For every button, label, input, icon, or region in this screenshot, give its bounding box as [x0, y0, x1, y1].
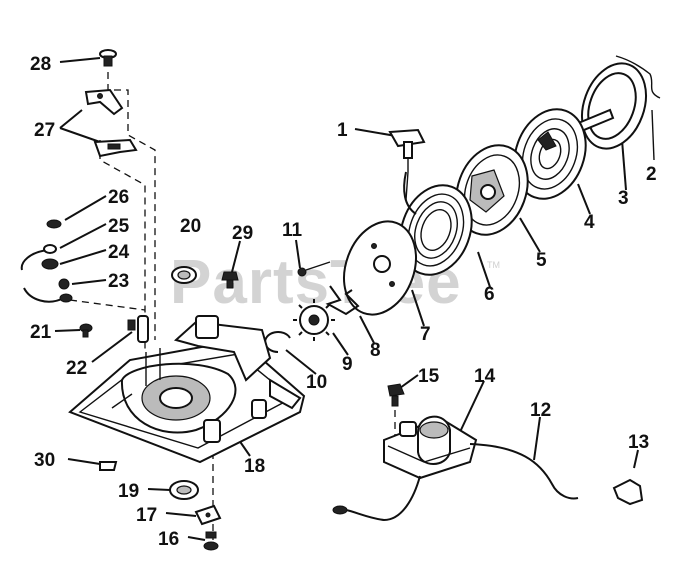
screw-29-icon	[221, 271, 239, 289]
base-housing-18-icon	[68, 315, 306, 464]
clip-8-icon	[325, 285, 360, 316]
wire-23-icon	[23, 278, 73, 303]
pin-22-icon	[127, 315, 149, 343]
wire-12-icon	[332, 443, 579, 522]
part-label-18: 18	[244, 456, 265, 477]
nut-11-icon	[297, 261, 331, 277]
screw-16-icon	[203, 531, 219, 551]
part-label-11: 11	[282, 220, 303, 241]
part-label-22: 22	[66, 358, 87, 379]
part-label-15: 15	[418, 366, 440, 387]
part-label-14: 14	[474, 366, 496, 387]
part-label-25: 25	[108, 216, 130, 237]
part-label-7: 7	[420, 324, 431, 345]
snap-ring-10-icon	[264, 331, 291, 353]
part-label-4: 4	[584, 212, 595, 233]
rope-2-icon	[615, 55, 661, 99]
part-label-16: 16	[158, 529, 179, 550]
screw-21-icon	[79, 323, 93, 338]
boot-13-icon	[612, 478, 644, 506]
part-label-21: 21	[30, 322, 52, 343]
watermark-tm: TM	[487, 260, 500, 270]
clip-30-icon	[99, 461, 118, 471]
pulley-3-icon	[574, 62, 647, 150]
plate-7-icon	[343, 220, 417, 316]
gear-9-icon	[293, 299, 335, 341]
part-label-17: 17	[136, 505, 157, 526]
leader-lines	[54, 57, 655, 541]
part-label-10: 10	[306, 372, 327, 393]
bracket-27-icon	[84, 88, 138, 158]
part-label-24: 24	[108, 242, 130, 263]
part-label-13: 13	[628, 432, 649, 453]
reel-5-icon	[455, 144, 529, 236]
spring-housing-4-icon	[513, 108, 587, 200]
part-label-28: 28	[30, 54, 51, 75]
handle-1-icon	[388, 128, 426, 201]
part-label-12: 12	[530, 400, 551, 421]
coil-14-icon	[383, 415, 478, 480]
spring-6-icon	[399, 171, 473, 276]
part-label-9: 9	[342, 354, 353, 375]
part-label-2: 2	[646, 164, 657, 185]
part-label-3: 3	[618, 188, 629, 209]
bushing-20-icon	[171, 266, 197, 284]
nut-24-icon	[41, 258, 59, 270]
screw-28-icon	[99, 49, 117, 67]
part-label-30: 30	[34, 450, 55, 471]
wire-25-icon	[20, 244, 57, 271]
part-drawings	[20, 49, 661, 551]
screw-15-icon	[387, 383, 405, 407]
part-label-20: 20	[180, 216, 201, 237]
part-label-1: 1	[337, 120, 348, 141]
part-label-23: 23	[108, 271, 129, 292]
part-number-labels: 28 27 26 25 24 23 21 22 20 29 11 1 2 3 4…	[30, 54, 657, 550]
part-label-6: 6	[484, 284, 495, 305]
part-label-26: 26	[108, 187, 129, 208]
plate-17-icon	[194, 504, 222, 526]
part-label-29: 29	[232, 223, 253, 244]
part-label-8: 8	[370, 340, 381, 361]
screw-26-icon	[46, 219, 62, 229]
bearing-19-icon	[169, 480, 199, 500]
part-label-5: 5	[536, 250, 547, 271]
assembly-guide-lines	[69, 72, 396, 540]
part-label-19: 19	[118, 481, 139, 502]
part-label-27: 27	[34, 120, 55, 141]
